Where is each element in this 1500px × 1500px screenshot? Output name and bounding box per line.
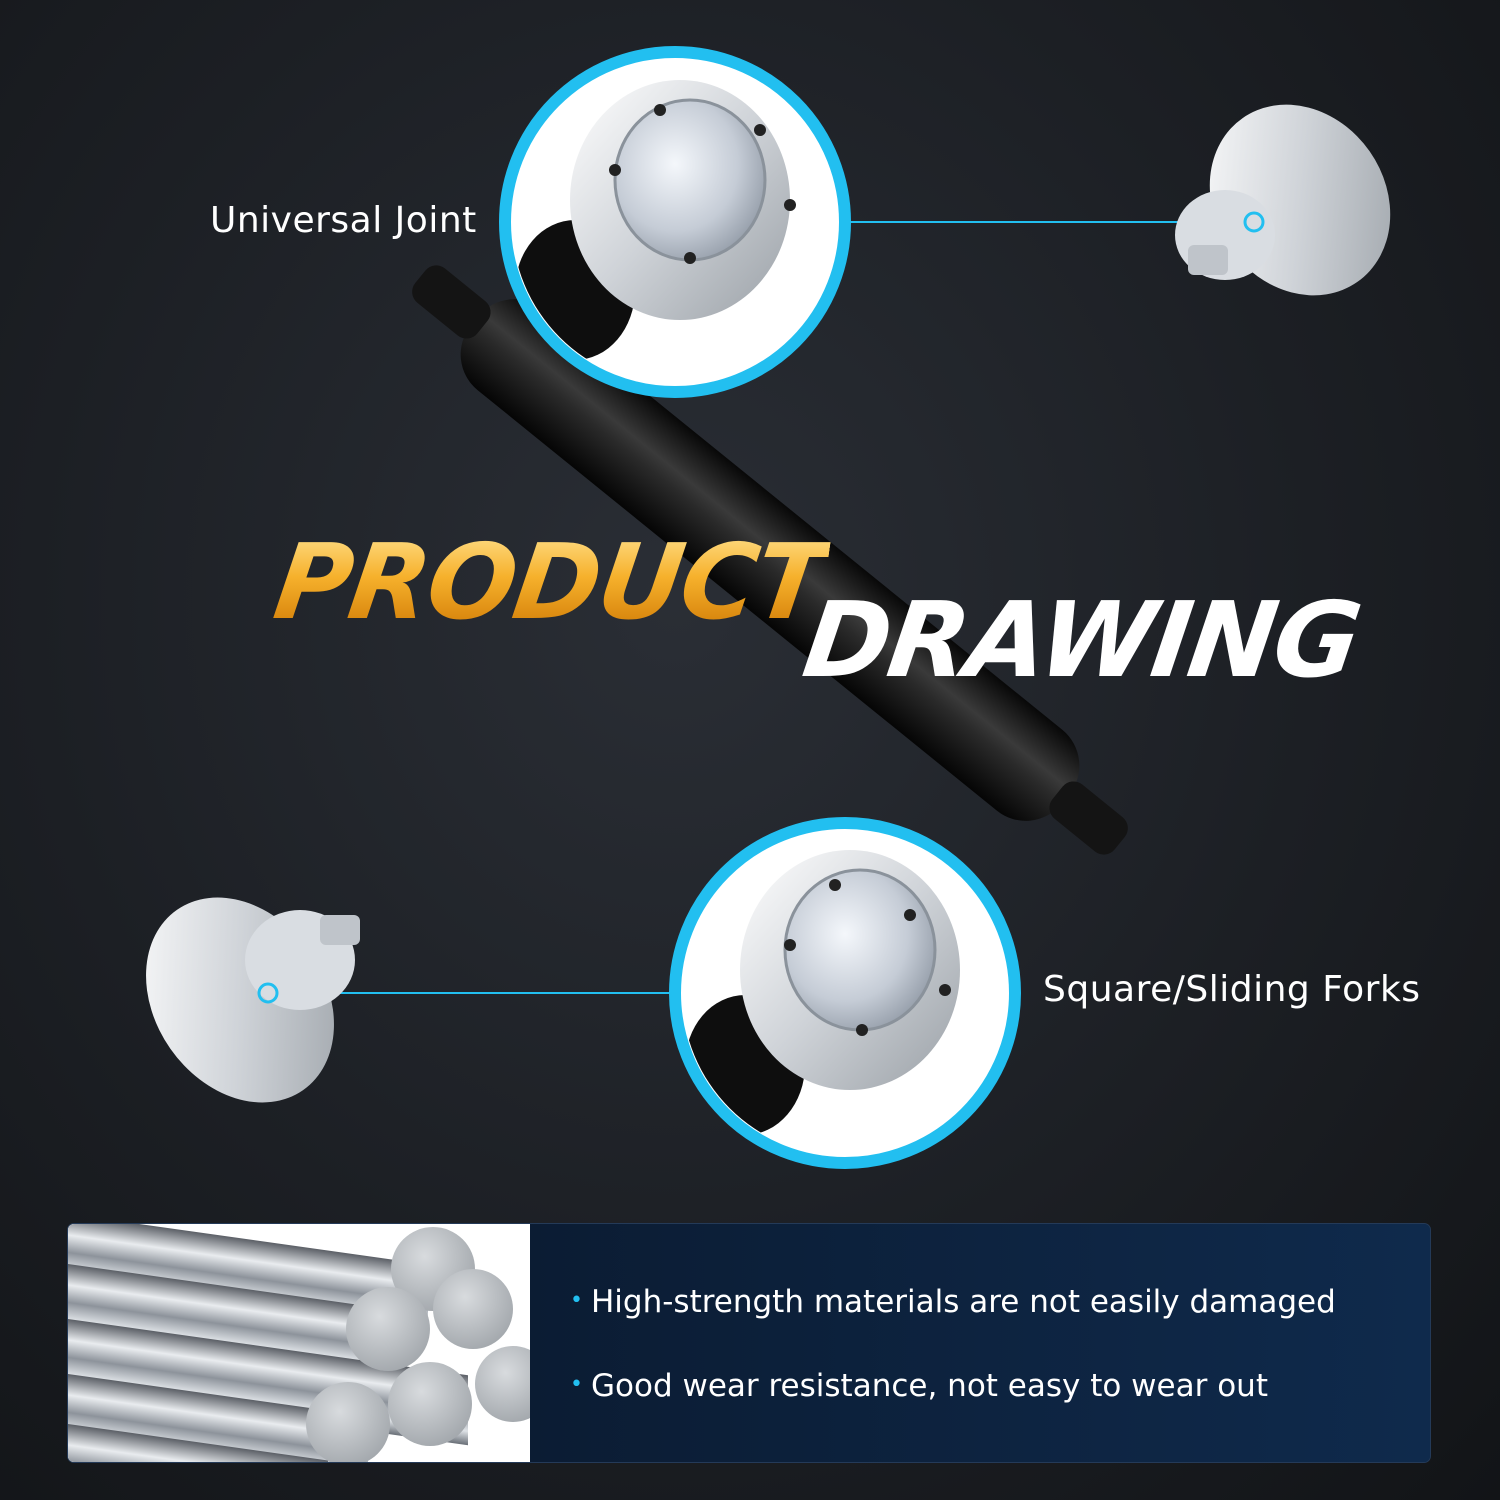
sliding-fork-closeup — [669, 817, 1021, 1169]
bottom-yoke — [146, 897, 360, 1103]
marker-top — [1243, 211, 1265, 233]
callout-label-sliding-forks: Square/Sliding Forks — [1043, 969, 1421, 1010]
feature-item: • Good wear resistance, not easy to wear … — [570, 1368, 1268, 1404]
feature-item: • High-strength materials are not easily … — [570, 1284, 1336, 1320]
steel-bars-image — [68, 1224, 551, 1462]
features-panel: • High-strength materials are not easily … — [68, 1224, 1430, 1462]
feature-text: Good wear resistance, not easy to wear o… — [590, 1368, 1268, 1404]
universal-joint-closeup — [499, 46, 851, 398]
headline-drawing: DRAWING — [796, 579, 1367, 701]
top-yoke — [1175, 104, 1391, 296]
bullet-dot-icon: • — [570, 1288, 583, 1313]
driveshaft-tube — [412, 265, 1128, 855]
headline-product: PRODUCT — [267, 521, 834, 643]
bullet-dot-icon: • — [570, 1372, 583, 1397]
features-list: • High-strength materials are not easily … — [530, 1224, 1430, 1462]
callout-label-universal-joint: Universal Joint — [210, 200, 477, 241]
steel-bars-icon — [68, 1224, 551, 1462]
marker-bottom — [257, 982, 279, 1004]
feature-text: High-strength materials are not easily d… — [590, 1284, 1336, 1320]
